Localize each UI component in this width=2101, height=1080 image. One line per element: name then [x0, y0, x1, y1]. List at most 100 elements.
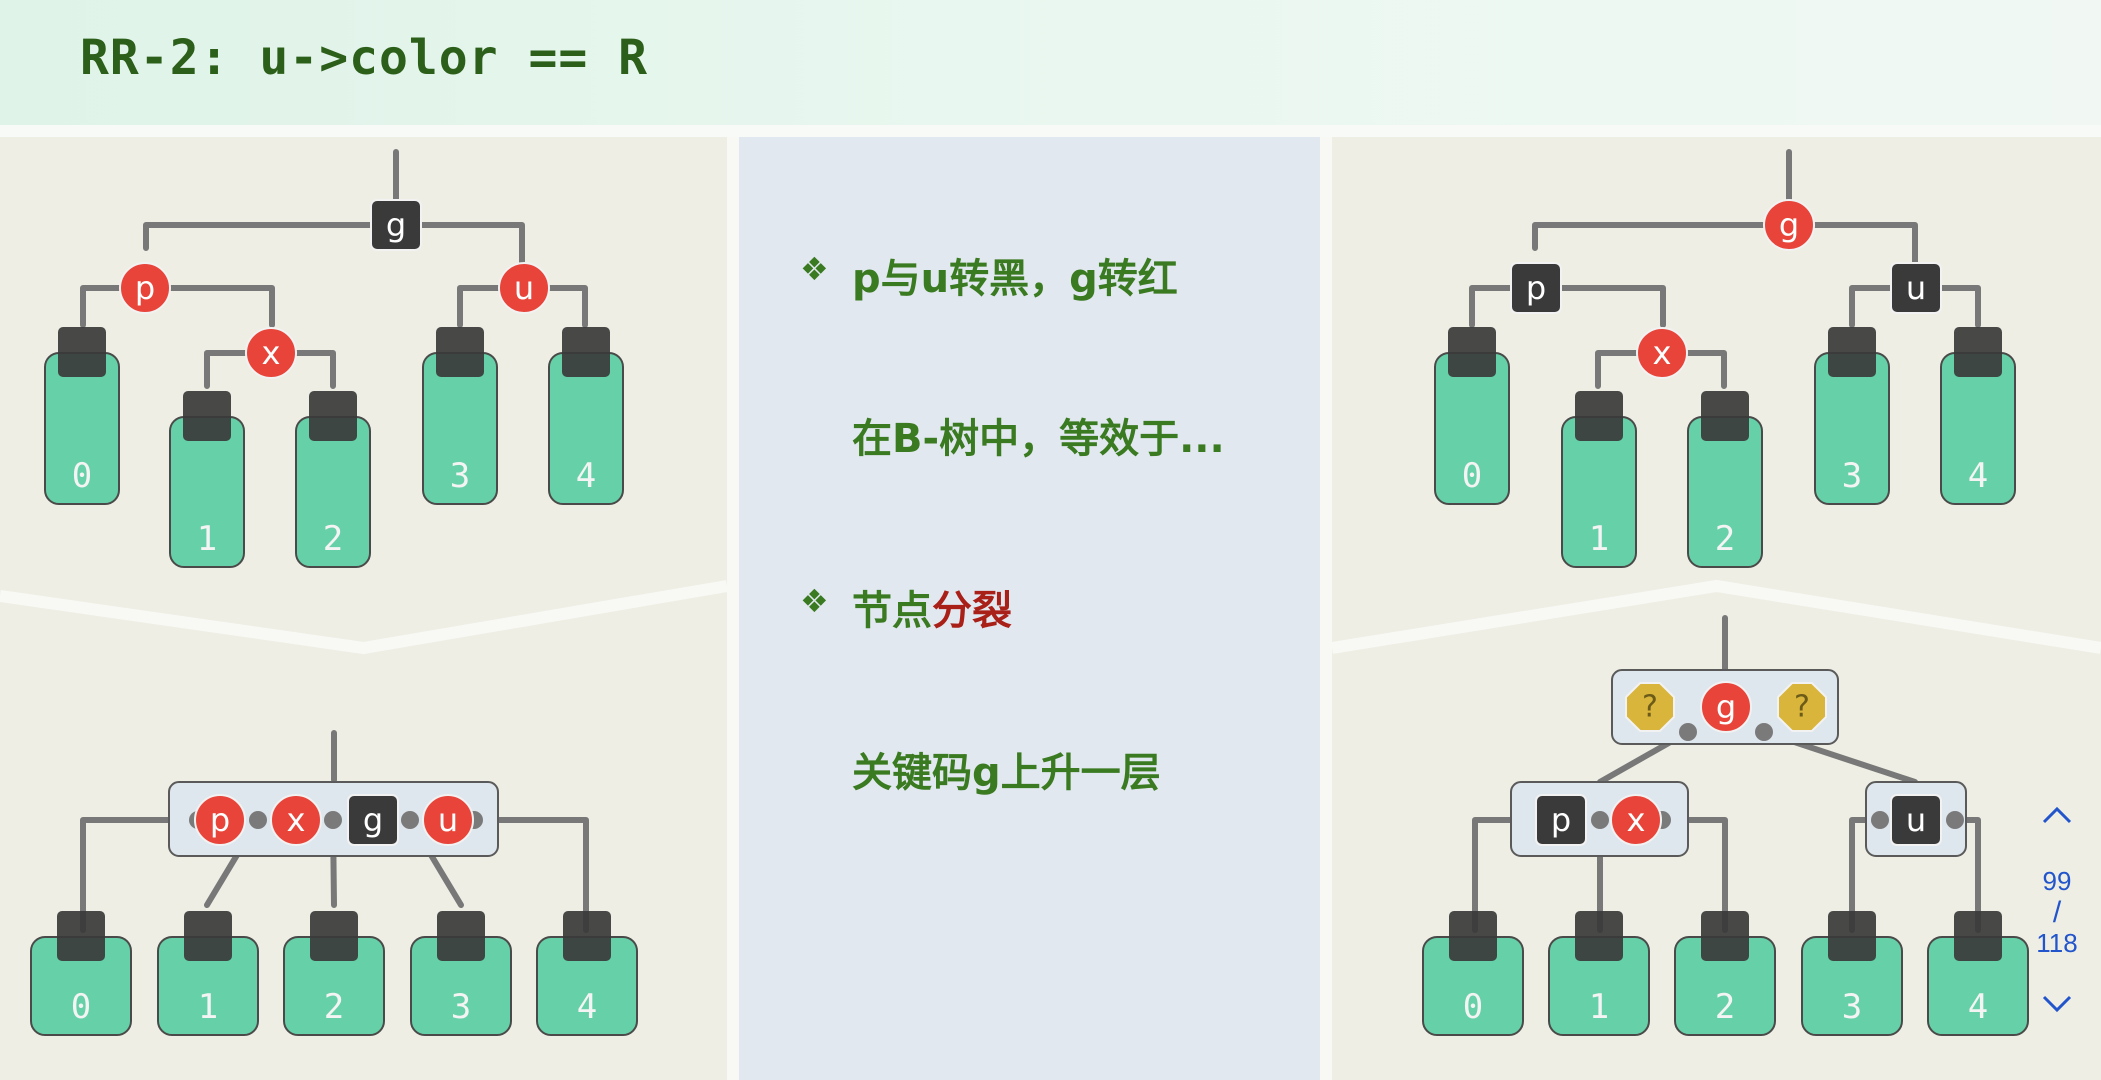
pointer-dot [1755, 723, 1773, 741]
node-u-red [498, 262, 550, 314]
node-g-red-label: g [1716, 688, 1736, 726]
node-x-red-label: x [287, 801, 306, 839]
node-x-red [245, 327, 297, 379]
pointer-dot [401, 811, 419, 829]
subtree-s-3-root [1828, 911, 1876, 961]
node-p-red-label: p [210, 801, 230, 839]
subtree-1-label: 1 [197, 519, 217, 559]
pointer-dot [1679, 723, 1697, 741]
chevron-up-icon[interactable] [2040, 800, 2074, 830]
pointer-dot [1871, 811, 1889, 829]
subtree-s-0-label: 0 [1463, 987, 1483, 1027]
page-separator: / [2052, 896, 2062, 929]
node-p-red [119, 262, 171, 314]
node-x-red-label: x [1653, 334, 1672, 372]
panel-divider-band [0, 580, 729, 655]
subtree-r-4-root [1954, 327, 2002, 377]
subtree-s-3-label: 3 [1842, 987, 1862, 1027]
subtree-r-3-root [1828, 327, 1876, 377]
page-total: 118 [2036, 928, 2078, 958]
node-p-red-label: p [135, 269, 155, 307]
subtree-r-1-root [1575, 391, 1623, 441]
subtree-b-1-root [184, 911, 232, 961]
subtree-s-4-label: 4 [1968, 987, 1988, 1027]
node-p-black [1535, 794, 1587, 846]
subtree-1-root [183, 391, 231, 441]
tree-edge [143, 222, 525, 265]
node-u-black [1890, 794, 1942, 846]
node-u-red-label: u [438, 801, 458, 839]
node-x-red-label: x [262, 334, 281, 372]
bullet-icon: ❖ [800, 582, 829, 620]
chevron-down-icon[interactable] [2040, 988, 2074, 1018]
subtree-s-0-root [1449, 911, 1497, 961]
subtree-r-2-label: 2 [1715, 519, 1735, 559]
node-x-red [1636, 327, 1688, 379]
node-u-black-label: u [1906, 269, 1926, 307]
node-x-red [1610, 794, 1662, 846]
subtree-0-root [58, 327, 106, 377]
subtree-r-0-root [1448, 327, 1496, 377]
subtree-s-2-root [1701, 911, 1749, 961]
tree-edge [1532, 222, 1918, 265]
subtree-s-1-root [1575, 911, 1623, 961]
subtree-2-label: 2 [323, 519, 343, 559]
node-g-black [347, 794, 399, 846]
page-current: 99 [2042, 866, 2072, 896]
title-underline [0, 125, 2101, 137]
left-divider [727, 137, 739, 1080]
title-bar [0, 0, 2101, 127]
subtree-4-label: 4 [576, 456, 596, 496]
node-x-red [270, 794, 322, 846]
subtree-r-1-label: 1 [1589, 519, 1609, 559]
node-g-black-label: g [386, 206, 406, 244]
node-u-black-label: u [1906, 801, 1926, 839]
text-node-split: 节点分裂 [852, 578, 1012, 636]
subtree-3-label: 3 [450, 456, 470, 496]
bullet-icon: ❖ [800, 250, 829, 288]
node-g-black [370, 199, 422, 251]
tree-edge [480, 817, 589, 933]
page-navigator: 99 / 118 [2022, 800, 2092, 1020]
node-unknown-left-label: ? [1642, 690, 1658, 725]
subtree-0-label: 0 [72, 456, 92, 496]
text-g-promote: 关键码g上升一层 [852, 750, 1161, 796]
node-u-black [1890, 262, 1942, 314]
slide-title: RR-2: u->color == R [80, 30, 649, 86]
subtree-2-root [309, 391, 357, 441]
node-p-red [194, 794, 246, 846]
subtree-b-2-label: 2 [324, 987, 344, 1027]
pointer-dot [1946, 811, 1964, 829]
tree-edge [173, 285, 275, 328]
subtree-b-0-label: 0 [71, 987, 91, 1027]
node-g-red-label: g [1779, 206, 1799, 244]
node-p-black-label: p [1551, 801, 1571, 839]
node-x-red-label: x [1627, 801, 1646, 839]
text-recolor: p与u转黑，g转红 [852, 256, 1178, 302]
text-btree-equiv: 在B-树中，等效于... [852, 416, 1225, 462]
node-g-red [1763, 199, 1815, 251]
subtree-b-3-root [437, 911, 485, 961]
pointer-dot [324, 811, 342, 829]
subtree-r-3-label: 3 [1842, 456, 1862, 496]
node-g-red [1700, 681, 1752, 733]
subtree-r-4-label: 4 [1968, 456, 1988, 496]
subtree-r-0-label: 0 [1462, 456, 1482, 496]
node-unknown-right [1777, 682, 1827, 732]
subtree-s-4-root [1954, 911, 2002, 961]
text-node-split-prefix: 节点 [852, 588, 932, 634]
tree-edge [1469, 285, 1666, 328]
text-split-emphasis: 分裂 [932, 588, 1012, 634]
right-divider [1320, 137, 1332, 1080]
subtree-b-2-root [310, 911, 358, 961]
subtree-b-4-label: 4 [577, 987, 597, 1027]
subtree-b-4-root [563, 911, 611, 961]
center-text-panel [739, 137, 1320, 1080]
subtree-b-1-label: 1 [198, 987, 218, 1027]
subtree-s-2-label: 2 [1715, 987, 1735, 1027]
node-p-black [1510, 262, 1562, 314]
node-unknown-right-label: ? [1794, 690, 1810, 725]
node-unknown-left [1625, 682, 1675, 732]
subtree-4-root [562, 327, 610, 377]
